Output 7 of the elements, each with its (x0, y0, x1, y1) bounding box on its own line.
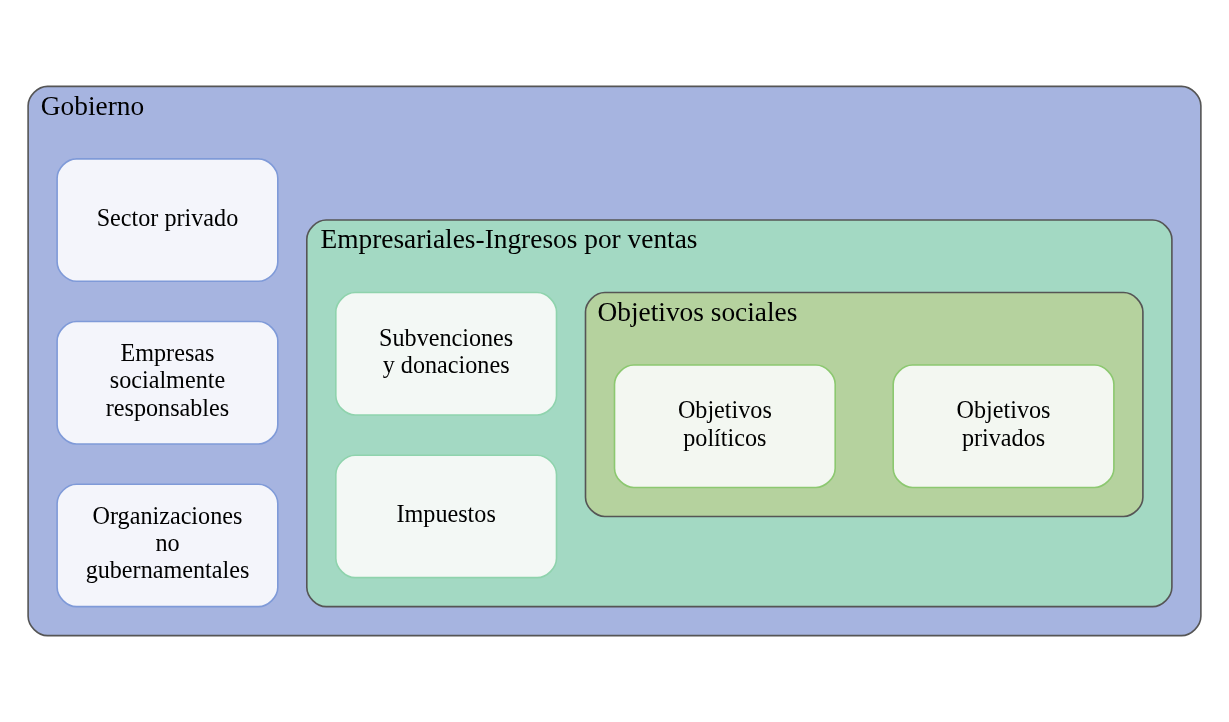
node-box: Impuestos (335, 454, 558, 579)
node-box: Subvenciones y donaciones (335, 291, 558, 416)
node-box: Empresas socialmente responsables (56, 320, 279, 445)
node-box: Objetivos políticos (613, 364, 836, 489)
node-box: Sector privado (56, 158, 279, 283)
node-box: Organizaciones no gubernamentales (56, 483, 279, 608)
node-box: Objetivos privados (892, 364, 1115, 489)
